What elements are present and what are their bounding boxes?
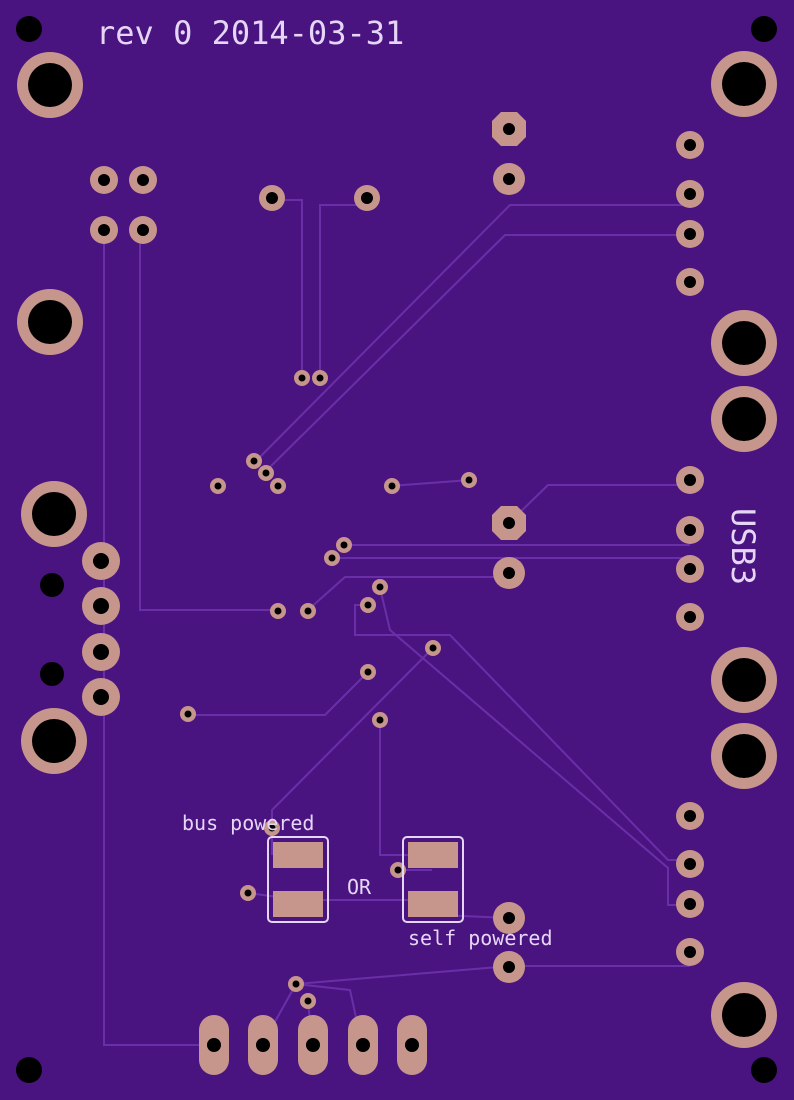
large-pad-right-2 [711, 310, 777, 376]
jumper-or-label: OR [347, 875, 372, 899]
large-pad-right-4 [711, 647, 777, 713]
header-pads [90, 166, 380, 244]
mounting-holes [17, 51, 777, 1048]
large-pad-left-3 [21, 481, 87, 547]
large-pad-left-1 [17, 52, 83, 118]
jumper-self-powered [402, 836, 464, 923]
vias [180, 370, 477, 1009]
usb-pads [676, 131, 704, 966]
large-pad-left-2 [17, 289, 83, 355]
revision-label: rev 0 2014-03-31 [96, 14, 404, 52]
large-pad-right-3 [711, 386, 777, 452]
large-pad-right-6 [711, 982, 777, 1048]
jumper-bus-label: bus powered [182, 811, 314, 835]
large-pad-right-5 [711, 723, 777, 789]
left-connector-pads [82, 542, 120, 716]
jumper-self-label: self powered [408, 926, 553, 950]
corner-holes [16, 16, 777, 1083]
center-pads [492, 112, 526, 983]
large-pad-right-1 [711, 51, 777, 117]
jumper-bus-powered [267, 836, 329, 923]
bottom-header-pads [199, 1015, 427, 1075]
large-pad-left-4 [21, 708, 87, 774]
connector-label: USB3 [724, 508, 762, 585]
